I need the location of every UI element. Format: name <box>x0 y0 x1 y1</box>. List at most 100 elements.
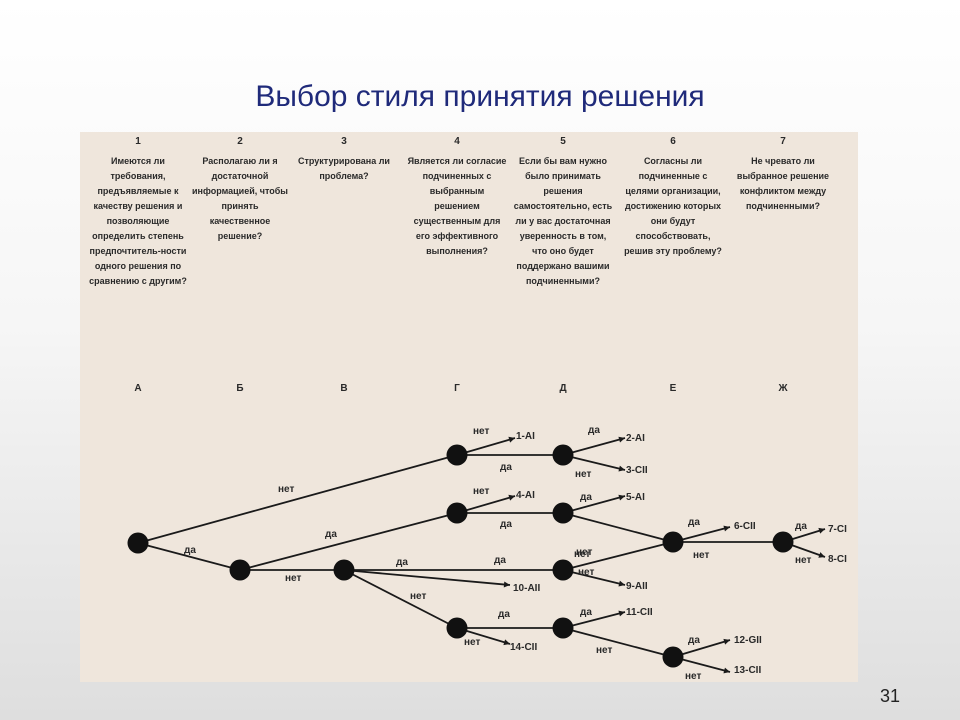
edge-label-20: да <box>580 607 592 618</box>
tree-node-b <box>229 559 251 581</box>
column-letter-3: В <box>340 383 348 394</box>
tree-edge-16 <box>562 569 626 586</box>
edge-label-2: да <box>184 545 196 556</box>
leaf-label: 10-AII <box>513 583 540 594</box>
edge-label-6: нет <box>473 426 489 437</box>
leaf-label: 11-CII <box>626 607 653 618</box>
leaf-label: 6-CII <box>734 521 756 532</box>
question-number-1: 1 <box>135 136 141 147</box>
leaf-label: 4-AI <box>516 490 535 501</box>
edge-label-5: да <box>500 462 512 473</box>
edge-label-13: да <box>396 557 408 568</box>
edge-label-23: нет <box>685 671 701 682</box>
leaf-label: 12-GII <box>734 635 762 646</box>
leaf-arrowhead-23 <box>723 667 730 674</box>
leaf-arrowhead-11 <box>618 494 625 501</box>
question-number-6: 6 <box>670 136 676 147</box>
leaf-label: 9-AII <box>626 581 648 592</box>
question-text-7: Не чревато ли выбранное решение конфликт… <box>736 156 830 211</box>
tree-edge-15 <box>562 541 674 571</box>
tree-edge-21 <box>562 627 674 658</box>
column-letter-1: А <box>134 383 142 394</box>
leaf-label: 8-CI <box>828 554 847 565</box>
column-letter-5: Д <box>559 383 567 394</box>
edge-label-10: нет <box>473 486 489 497</box>
edge-label-15: нет <box>576 547 592 558</box>
leaf-arrowhead-8 <box>618 465 625 472</box>
tree-node-g3 <box>446 617 468 639</box>
column-letter-7: Ж <box>778 383 788 394</box>
tree-node-d4 <box>552 617 574 639</box>
edge-label-4: нет <box>285 573 301 584</box>
edge-label-27: нет <box>795 555 811 566</box>
leaf-arrowhead-26 <box>818 527 825 534</box>
tree-node-d2 <box>552 502 574 524</box>
leaf-arrowhead-6 <box>508 436 515 443</box>
edge-label-17: да <box>494 555 506 566</box>
leaf-arrowhead-17 <box>503 581 510 588</box>
tree-node-d3 <box>552 559 574 581</box>
slide-title: Выбор стиля принятия решения <box>255 80 705 113</box>
edge-label-12: нет <box>574 549 590 560</box>
tree-edge-20 <box>562 611 626 629</box>
question-text-1: Имеются ли требования, предъявляемые к к… <box>89 156 187 286</box>
question-number-7: 7 <box>780 136 786 147</box>
question-number-3: 3 <box>341 136 347 147</box>
leaf-label: 3-CII <box>626 465 648 476</box>
edge-label-24: да <box>688 517 700 528</box>
tree-edge-12 <box>562 512 674 543</box>
edge-label-21: нет <box>596 645 612 656</box>
edge-label-1: нет <box>278 484 294 495</box>
edge-label-14: нет <box>410 591 426 602</box>
tree-edge-14 <box>343 569 458 629</box>
leaf-arrowhead-16 <box>618 580 625 587</box>
question-number-4: 4 <box>454 136 460 147</box>
tree-node-a <box>127 532 149 554</box>
column-letter-4: Г <box>454 383 460 394</box>
leaf-label: 13-CII <box>734 665 761 676</box>
tree-node-e1 <box>662 531 684 553</box>
tree-node-c <box>333 559 355 581</box>
question-text-4: Является ли согласие подчиненных с выбра… <box>407 156 507 256</box>
tree-node-f1 <box>772 531 794 553</box>
edge-label-7: да <box>588 425 600 436</box>
column-letter-2: Б <box>236 383 244 394</box>
tree-edge-8 <box>562 454 626 471</box>
tree-node-g2 <box>446 502 468 524</box>
tree-edge-17 <box>343 569 511 586</box>
leaf-arrowhead-22 <box>723 638 730 645</box>
edge-label-16: нет <box>578 567 594 578</box>
tree-edge-1 <box>137 454 458 544</box>
edge-label-18: да <box>498 609 510 620</box>
edge-label-19: нет <box>464 637 480 648</box>
edge-label-26: да <box>795 521 807 532</box>
edge-label-8: нет <box>575 469 591 480</box>
question-text-6: Согласны ли подчиненные с целями организ… <box>624 156 722 256</box>
tree-edge-11 <box>562 495 626 514</box>
leaf-label: 5-AI <box>626 492 645 503</box>
question-text-3: Структурирована ли проблема? <box>298 156 390 181</box>
leaf-arrowhead-19 <box>503 639 510 646</box>
tree-edge-2 <box>137 542 241 571</box>
tree-edge-3 <box>239 512 458 571</box>
leaf-label: 1-AI <box>516 431 535 442</box>
tree-node-g1 <box>446 444 468 466</box>
question-number-2: 2 <box>237 136 243 147</box>
question-text-2: Располагаю ли я достаточной информацией,… <box>191 156 288 241</box>
edge-label-22: да <box>688 635 700 646</box>
leaf-arrowhead-10 <box>508 494 515 501</box>
tree-node-e2 <box>662 646 684 668</box>
edge-label-3: да <box>325 529 337 540</box>
edge-label-9: да <box>500 519 512 530</box>
slide-number: 31 <box>879 686 900 706</box>
edge-label-25: нет <box>693 550 709 561</box>
tree-node-d1 <box>552 444 574 466</box>
leaf-label: 2-AI <box>626 433 645 444</box>
leaf-arrowhead-20 <box>618 610 625 617</box>
decision-tree: нет да да нет да 1-AI нет 2-AI да 3-CII нет да 4-AI н… <box>127 425 847 682</box>
edge-label-11: да <box>580 492 592 503</box>
question-number-5: 5 <box>560 136 566 147</box>
leaf-arrowhead-27 <box>818 552 825 558</box>
leaf-label: 7-CI <box>828 524 847 535</box>
question-text-5: Если бы вам нужно было принимать решения… <box>513 156 613 286</box>
